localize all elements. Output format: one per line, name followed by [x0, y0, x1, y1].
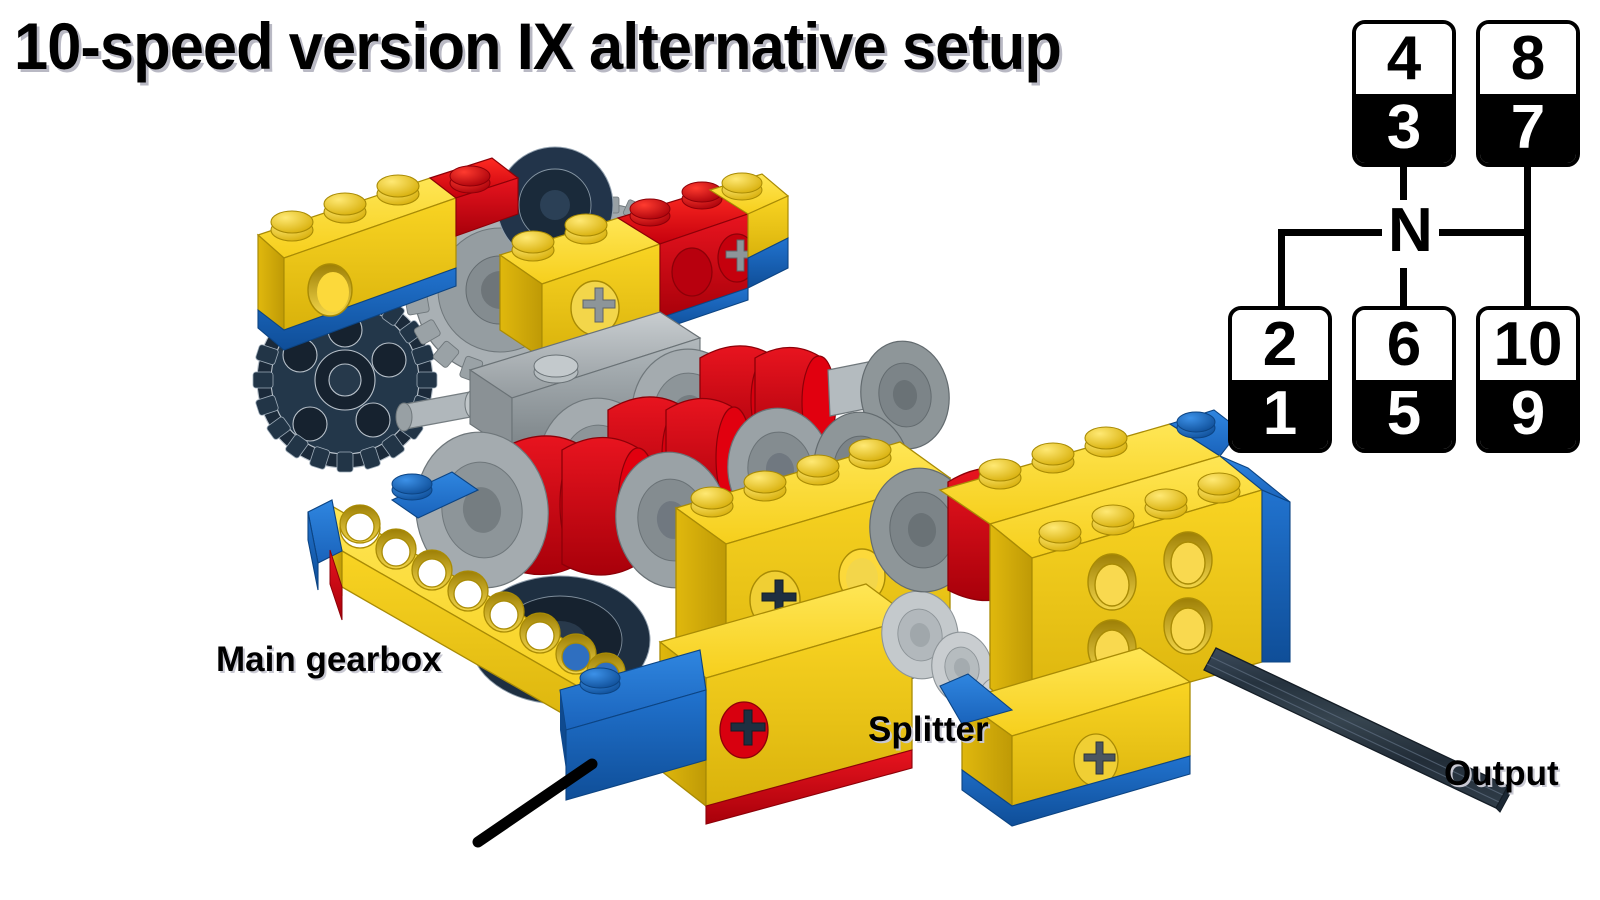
shift-line-up-center: [1400, 165, 1407, 223]
gear-stack-upper-gray: [404, 146, 671, 386]
brick-yellow-upper-mid: [498, 213, 662, 360]
beam-yellow-splitter-upper: [938, 409, 1241, 525]
shift-line-down-left: [1278, 229, 1285, 316]
clutch-gear-red-splitter: [947, 467, 1102, 602]
shift-gear-9: 9: [1480, 379, 1576, 449]
shift-gate-4-3[interactable]: 4 3: [1352, 20, 1456, 167]
beam-yellow-upper-right: [541, 172, 790, 373]
label-splitter: Splitter: [868, 710, 989, 749]
shift-line-up-right: [1524, 165, 1531, 236]
shift-line-horizontal-left: [1278, 229, 1402, 236]
gear-row-front: [415, 431, 798, 589]
gear-gray-splitter-left: [869, 467, 975, 593]
shift-gate-8-7[interactable]: 8 7: [1476, 20, 1580, 167]
axle-gray-rear: [827, 357, 897, 417]
brick-red-upper-mid: [616, 181, 757, 319]
shift-gear-4: 4: [1356, 24, 1452, 94]
shift-line-down-center: [1400, 268, 1407, 316]
brick-yellow-lower-front: [559, 583, 914, 825]
gear-row-rear: [631, 340, 950, 482]
shift-gate-6-5[interactable]: 6 5: [1352, 306, 1456, 453]
shift-gear-7: 7: [1480, 93, 1576, 163]
shift-neutral-label: N: [1382, 200, 1439, 262]
brick-gray-mid-rear: [468, 311, 702, 454]
page-title: 10-speed version IX alternative setup: [14, 9, 1062, 83]
shift-pattern-diagram: N 2 1 4 3 6 5 8 7 10 9: [1196, 10, 1588, 453]
axle-gray-front: [694, 521, 798, 575]
shift-gear-8: 8: [1480, 24, 1576, 94]
brick-yellow-gearbox-front: [674, 438, 952, 732]
bevel-gear-navy-lower: [469, 575, 651, 705]
shift-gear-6: 6: [1356, 310, 1452, 380]
shift-gear-1: 1: [1232, 379, 1328, 449]
bevel-gear-navy-teeth: [252, 287, 438, 473]
label-output: Output: [1444, 754, 1559, 793]
shift-gear-10: 10: [1480, 310, 1576, 380]
label-main-gearbox: Main gearbox: [216, 640, 442, 679]
shift-gate-2-1[interactable]: 2 1: [1228, 306, 1332, 453]
shift-line-down-right: [1524, 229, 1531, 316]
clutch-gear-red-front: [499, 435, 659, 576]
shift-line-horizontal-right: [1404, 229, 1528, 236]
beam-yellow-upper-left: [256, 174, 458, 351]
gear-gray-splitter-right: [1039, 497, 1145, 627]
brick-yellow-splitter-body: [988, 455, 1291, 728]
shift-gear-5: 5: [1356, 379, 1452, 449]
plate-blue-liftarm: [390, 471, 480, 519]
clutch-gear-red-rear: [699, 345, 837, 458]
shift-gate-10-9[interactable]: 10 9: [1476, 306, 1580, 453]
liftarm-yellow-front-lower: [307, 499, 626, 744]
shift-gear-2: 2: [1232, 310, 1328, 380]
clutch-gear-red-middle: [607, 396, 753, 521]
axle-bush-gray-rear: [395, 389, 482, 432]
brick-red-top: [428, 157, 520, 237]
shift-gear-3: 3: [1356, 93, 1452, 163]
pointer-line-main-gearbox: [472, 758, 598, 848]
gear-row-middle: [537, 396, 911, 543]
bevel-gear-navy-large: [256, 279, 434, 469]
